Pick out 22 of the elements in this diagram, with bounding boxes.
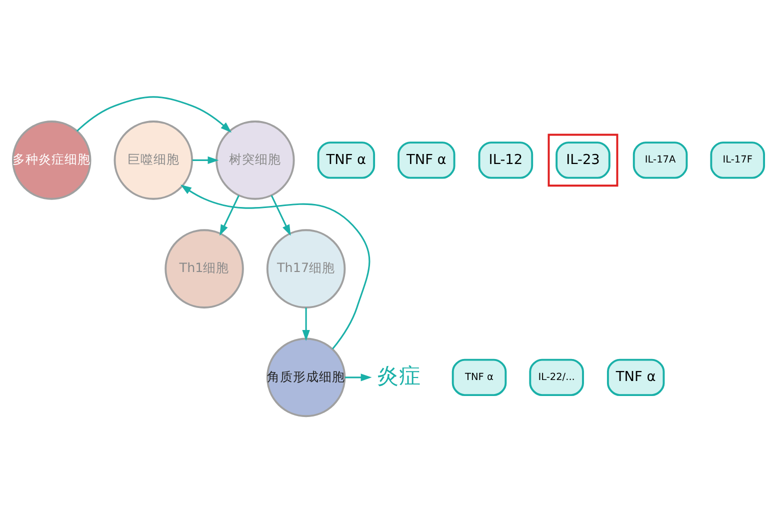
node-text: 炎症 xyxy=(377,363,422,388)
node-box: IL-12 xyxy=(478,141,534,178)
node-circle: Th17细胞 xyxy=(266,228,346,308)
node-circle: 角质形成细胞 xyxy=(266,337,346,417)
arrow xyxy=(344,373,372,381)
arrow xyxy=(192,156,219,164)
arrow xyxy=(302,307,310,341)
node-box: TNF α xyxy=(606,358,665,396)
arrow xyxy=(270,194,291,236)
node-box: IL-22/... xyxy=(529,358,584,396)
node-box: TNF α xyxy=(452,358,507,396)
node-box: IL-17A xyxy=(632,141,688,178)
node-circle: Th1细胞 xyxy=(164,228,244,308)
arrow xyxy=(220,194,240,236)
arrow xyxy=(76,96,232,132)
node-box: IL-23 xyxy=(556,141,610,178)
node-box: TNF α xyxy=(398,141,456,178)
arrow xyxy=(180,184,370,349)
node-box: TNF α xyxy=(317,141,376,178)
node-box: IL-17F xyxy=(710,141,765,178)
cluster xyxy=(548,133,618,186)
node-circle: 多种炎症细胞 xyxy=(12,120,92,200)
